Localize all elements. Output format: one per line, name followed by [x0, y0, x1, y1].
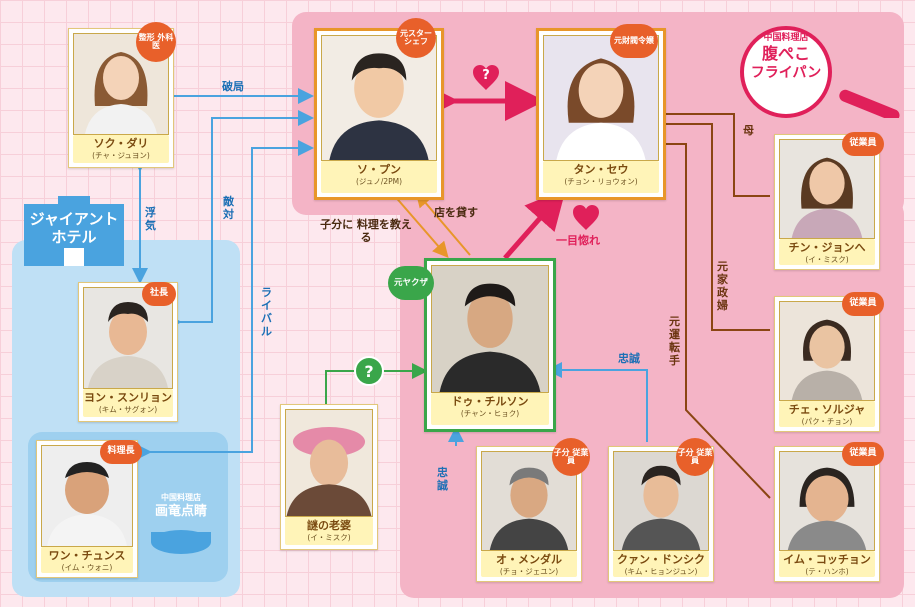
- hotel-label-line2: ホテル: [51, 228, 97, 246]
- crush-arrow: [503, 188, 566, 260]
- hotel-building-icon: ジャイアント ホテル: [18, 196, 130, 268]
- hotel-label-line1: ジャイアント: [29, 210, 119, 228]
- character-name: チェ・ソルジャ: [788, 403, 866, 416]
- logo-line1: 中国料理店: [763, 33, 809, 43]
- actor-name: (テ・ハンホ): [805, 567, 849, 576]
- logo-line2: 腹ぺこ: [761, 44, 810, 63]
- rival-logo-line2: 画竜点睛: [154, 504, 207, 519]
- mother-line: [664, 113, 770, 197]
- character-name: チン・ジョンへ: [788, 241, 866, 254]
- question-badge-icon: ?: [354, 356, 384, 386]
- actor-name: (チャ・ジュヨン): [92, 151, 150, 160]
- badge-sun: 元スター シェフ: [396, 18, 436, 58]
- actor-name: (チョン・リョウォン): [564, 177, 638, 186]
- question-mark: ?: [364, 361, 374, 381]
- housekeeper-line: [664, 123, 770, 331]
- mystery-arrow: [325, 363, 428, 406]
- character-name: ソク・ダリ: [93, 137, 149, 150]
- heart-question-icon: ?: [472, 64, 500, 92]
- housekeeper-label: 元家政婦: [717, 260, 728, 312]
- badge-sok: 整形 外科医: [136, 22, 176, 62]
- badge-im: 従業員: [842, 442, 884, 466]
- character-name: ドゥ・チルソン: [451, 395, 529, 408]
- woman-portrait-icon: [779, 451, 875, 551]
- character-card-wan[interactable]: ワン・チュンス(イム・ウォニ): [36, 440, 138, 578]
- rival-arrow: [136, 140, 314, 460]
- woman-portrait-icon: [779, 139, 875, 239]
- badge-yon: 社長: [142, 282, 176, 306]
- actor-name: (ジュノ/2PM): [355, 177, 403, 186]
- actor-name: (キム・サグォン): [98, 405, 158, 414]
- character-name: オ・メンダル: [496, 553, 562, 566]
- character-name: ソ・プン: [357, 163, 401, 176]
- lend-label: 店を貸す: [434, 206, 478, 219]
- loyal-label-1: 忠誠: [437, 466, 448, 492]
- actor-name: (イ・ミスク): [307, 533, 351, 542]
- rival-restaurant-logo: 中国料理店 画竜点睛: [138, 488, 224, 562]
- badge-wan: 料理長: [100, 440, 142, 464]
- lend-arrow: [415, 190, 471, 256]
- teach-arrow: [392, 193, 449, 259]
- character-card-nazo[interactable]: 謎の老婆(イ・ミスク): [280, 404, 378, 550]
- character-name: タン・セウ: [573, 163, 629, 176]
- rival-label: ライバル: [261, 286, 272, 338]
- teach-label: 子分に 料理を教える: [320, 218, 412, 244]
- rival-logo-line1: 中国料理店: [161, 493, 201, 502]
- badge-chin: 従業員: [842, 132, 884, 156]
- character-card-du[interactable]: ドゥ・チルソン(チャン・ヒョク): [424, 258, 556, 432]
- badge-o: 子分 従業員: [552, 438, 590, 476]
- character-card-chin[interactable]: チン・ジョンへ(イ・ミスク): [774, 134, 880, 270]
- heart-icon: [572, 204, 600, 232]
- restaurant-logo: 中国料理店 腹ぺこ フライパン: [722, 18, 912, 122]
- logo-line3: フライパン: [750, 65, 822, 81]
- man-portrait-icon: [431, 265, 549, 393]
- actor-name: (チョ・ジェユン): [499, 567, 559, 576]
- badge-tan: 元財閥令嬢: [610, 24, 658, 58]
- loyal-arrow-2: [546, 362, 648, 442]
- loyal-label-2: 忠誠: [618, 352, 640, 365]
- woman-portrait-icon: [779, 301, 875, 401]
- character-card-che[interactable]: チェ・ソルジャ(パク・チョン): [774, 296, 880, 432]
- character-name: 謎の老婆: [307, 519, 351, 532]
- badge-du: 元ヤクザ: [388, 266, 434, 300]
- hostile-label: 敵対: [223, 195, 234, 221]
- character-name: イム・コッチョン: [783, 553, 871, 566]
- actor-name: (チャン・ヒョク): [460, 409, 520, 418]
- affair-label: 浮気: [145, 206, 156, 232]
- actor-name: (イム・ウォニ): [61, 563, 113, 572]
- driver-label: 元運転手: [669, 315, 680, 367]
- breakup-label: 破局: [222, 80, 244, 93]
- character-card-im[interactable]: イム・コッチョン(テ・ハンホ): [774, 446, 880, 582]
- heart-question-mark: ?: [482, 68, 490, 83]
- old-woman-portrait-icon: [285, 409, 373, 517]
- character-card-yon[interactable]: ヨン・スンリョン(キム・サグォン): [78, 282, 178, 422]
- actor-name: (キム・ヒョンジュン): [624, 567, 698, 576]
- badge-che: 従業員: [842, 292, 884, 316]
- actor-name: (イ・ミスク): [805, 255, 849, 264]
- crush-label: 一目惚れ: [556, 234, 600, 247]
- badge-kwan: 子分 従業員: [676, 438, 714, 476]
- character-name: ワン・チュンス: [48, 549, 126, 562]
- mother-label: 母: [743, 124, 754, 137]
- character-name: クァン・ドンシク: [617, 553, 705, 566]
- driver-line: [664, 143, 771, 499]
- character-name: ヨン・スンリョン: [84, 391, 172, 404]
- man-portrait-icon: [481, 451, 577, 551]
- actor-name: (パク・チョン): [801, 417, 853, 426]
